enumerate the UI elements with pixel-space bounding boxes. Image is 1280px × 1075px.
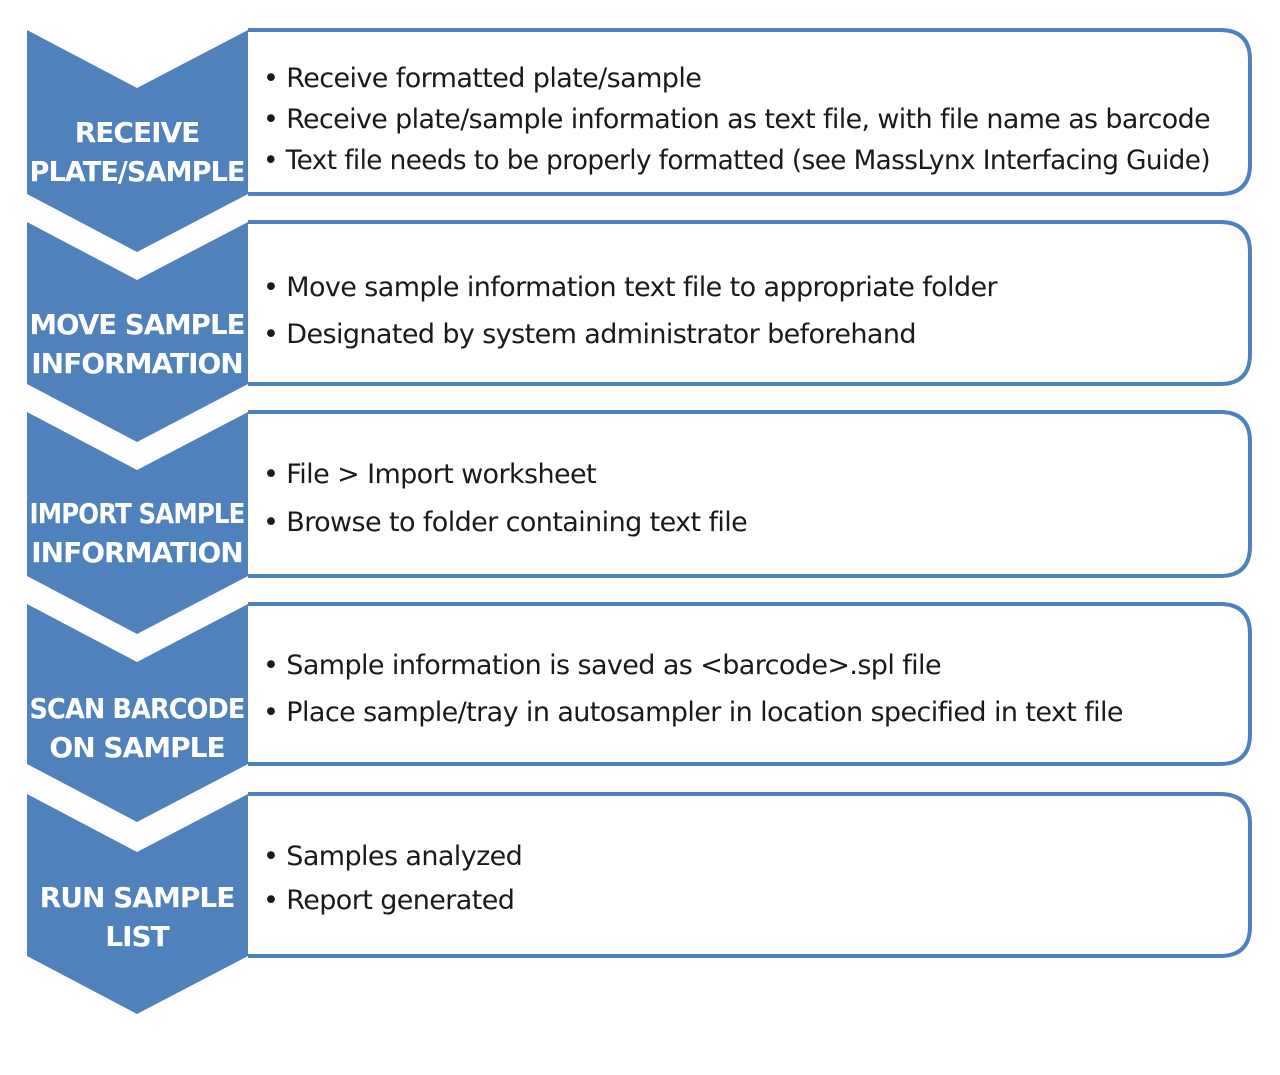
step-bullet: • Place sample/tray in autosampler in lo… (263, 697, 1123, 728)
step-bullet: • Move sample information text file to a… (263, 272, 999, 303)
step-label-line: RECEIVE (75, 116, 200, 149)
step-chevron (27, 222, 248, 442)
step-label-line: SCAN BARCODE (30, 692, 245, 725)
step-bullet: • Receive plate/sample information as te… (263, 104, 1210, 135)
step-label-line: INFORMATION (31, 347, 242, 380)
step-bullet: • Samples analyzed (263, 841, 522, 872)
step-detail-box (248, 792, 1252, 958)
step-detail-box (248, 220, 1252, 386)
step-chevron (27, 604, 248, 822)
step-detail-box (248, 602, 1252, 766)
step-label-line: MOVE SAMPLE (30, 308, 245, 341)
process-step: RUN SAMPLE LIST • Samples analyzed • Report… (27, 792, 1252, 1014)
step-chevron (27, 794, 248, 1014)
step-detail-box (248, 410, 1252, 578)
process-step: MOVE SAMPLE INFORMATION • Move sample info… (27, 220, 1252, 442)
step-chevron (27, 30, 248, 252)
process-step: RECEIVE PLATE/SAMPLE • Receive formatted p… (27, 28, 1252, 252)
process-step: SCAN BARCODE ON SAMPLE • Sample informatio… (27, 602, 1252, 822)
step-detail-box (248, 28, 1252, 196)
step-label-line: LIST (105, 920, 169, 953)
step-label-line: INFORMATION (31, 536, 242, 569)
step-chevron (27, 412, 248, 634)
step-label-line: IMPORT SAMPLE (30, 497, 245, 530)
process-step: IMPORT SAMPLE INFORMATION • File > Import … (27, 410, 1252, 634)
step-bullet: • Text file needs to be properly formatt… (263, 145, 1210, 176)
step-bullet: • Receive formatted plate/sample (263, 63, 701, 94)
step-label-line: RUN SAMPLE (40, 881, 235, 914)
step-bullet: • Designated by system administrator bef… (263, 319, 916, 350)
step-bullet: • Report generated (263, 885, 514, 916)
step-bullet: • Browse to folder containing text file (263, 507, 747, 538)
step-bullet: • File > Import worksheet (263, 459, 596, 490)
step-label-line: PLATE/SAMPLE (30, 155, 245, 188)
step-label-line: ON SAMPLE (49, 731, 224, 764)
step-bullet: • Sample information is saved as <barcod… (263, 650, 941, 681)
